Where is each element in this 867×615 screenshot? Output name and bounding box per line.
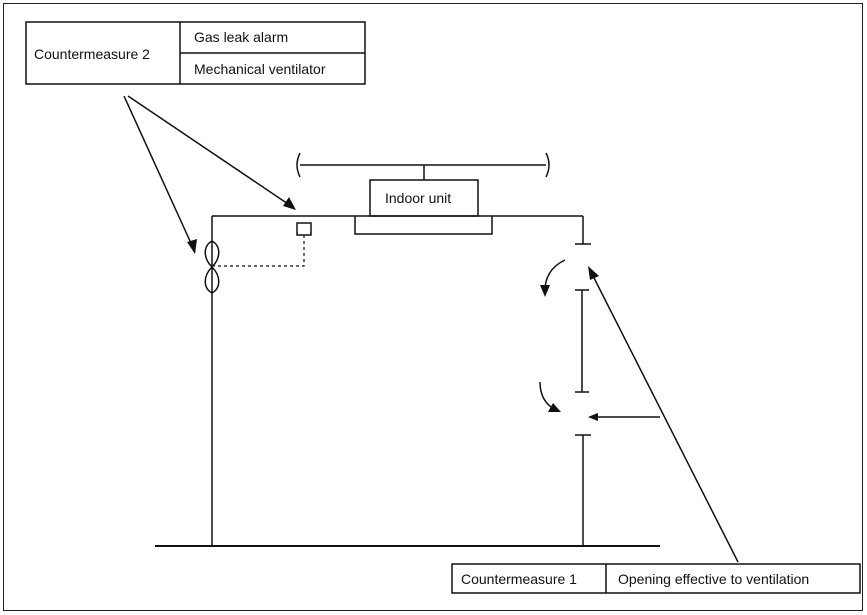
leader-to-upper-opening-arrowhead xyxy=(588,266,599,280)
airflow-arrow-lower-head xyxy=(548,403,561,412)
countermeasure-1-title: Countermeasure 1 xyxy=(461,571,577,587)
leader-to-alarm-arrowhead xyxy=(283,197,296,210)
countermeasure-1-box xyxy=(451,563,861,594)
support-break-left xyxy=(296,152,301,178)
leader-to-upper-opening xyxy=(589,269,739,563)
leader-to-ventilator-arrowhead xyxy=(187,239,197,254)
ventilation-opening xyxy=(539,259,589,412)
indoor-unit-panel xyxy=(354,215,493,235)
gas-leak-alarm-label: Gas leak alarm xyxy=(194,29,288,45)
countermeasure-2-leaders xyxy=(123,95,296,254)
fan-blade-bottom-icon xyxy=(204,265,220,294)
countermeasure-1-description: Opening effective to ventilation xyxy=(618,571,809,587)
mechanical-ventilator xyxy=(204,240,220,294)
fan-blade-top-icon xyxy=(204,240,220,269)
gas-leak-alarm-icon xyxy=(296,222,312,236)
room-outline xyxy=(155,215,660,547)
gas-leak-alarm xyxy=(214,222,312,267)
countermeasure-2-title: Countermeasure 2 xyxy=(34,46,150,62)
leader-to-ventilator xyxy=(123,95,196,253)
support-break-right xyxy=(545,152,550,178)
countermeasure-1-table: Countermeasure 1 Opening effective to ve… xyxy=(451,563,861,594)
ceiling-support xyxy=(296,152,550,180)
indoor-unit-label: Indoor unit xyxy=(385,190,451,206)
alarm-signal-wire xyxy=(214,235,305,267)
indoor-unit: Indoor unit xyxy=(354,179,493,235)
leader-to-lower-opening-arrowhead xyxy=(588,413,598,421)
countermeasure-1-leaders xyxy=(588,266,739,563)
diagram-frame xyxy=(3,3,863,611)
countermeasure-2-table: Countermeasure 2 Gas leak alarm Mechanic… xyxy=(25,21,366,85)
leader-to-alarm xyxy=(127,95,295,209)
mechanical-ventilator-label: Mechanical ventilator xyxy=(194,61,326,77)
airflow-arrow-upper-head xyxy=(540,285,550,297)
